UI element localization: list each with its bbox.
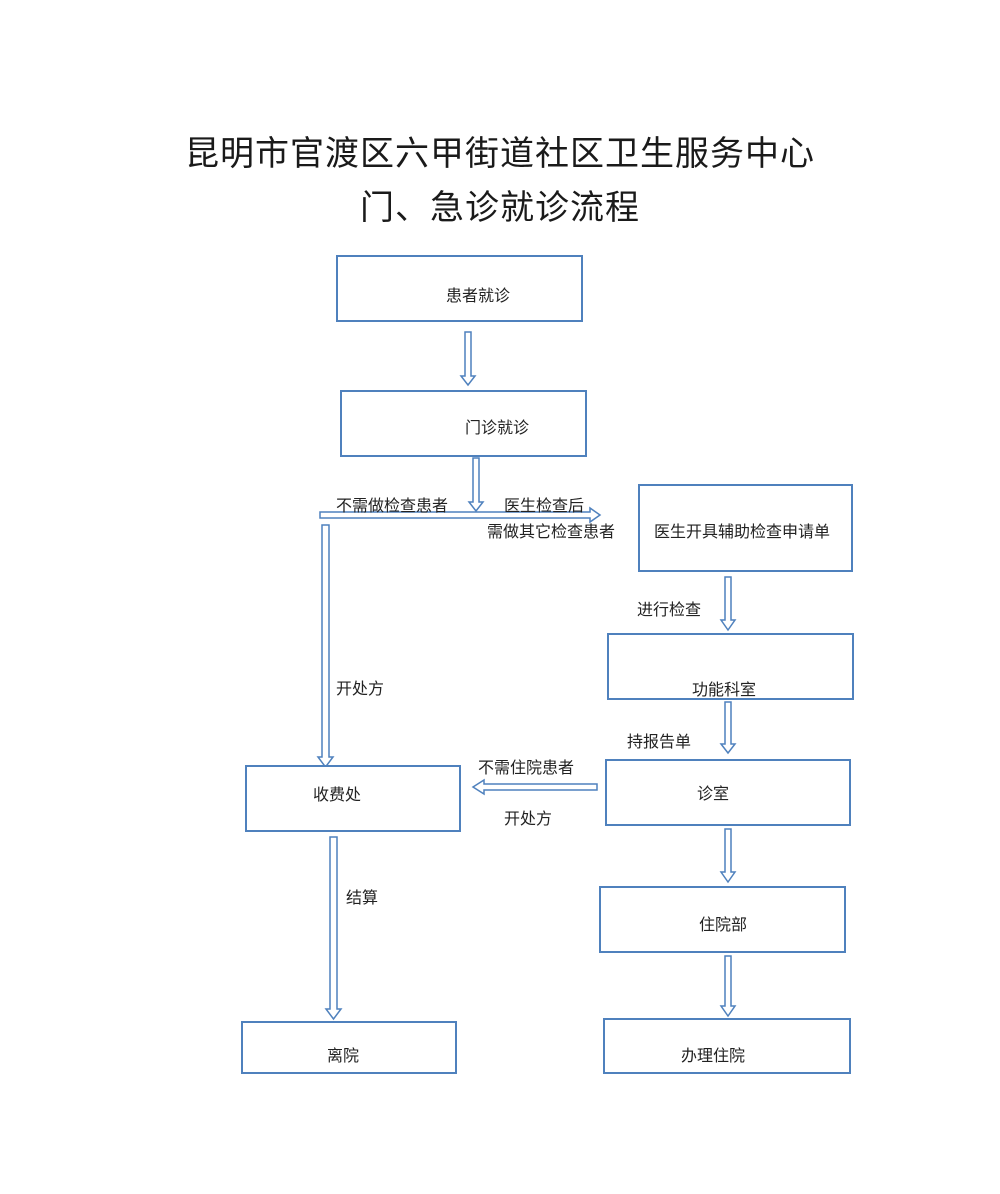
label-after-exam-line2: 需做其它检查患者 xyxy=(487,522,616,541)
arrow-inpatient-to-admission xyxy=(719,955,737,1018)
arrow-branch-to-cashier xyxy=(316,524,335,769)
node-consult-room: 诊室 xyxy=(605,759,851,826)
label-prescribe-left: 开处方 xyxy=(336,679,385,698)
label-do-exam: 进行检查 xyxy=(637,600,702,619)
arrow-consult-to-cashier xyxy=(471,778,598,796)
arrow-cashier-to-discharge xyxy=(324,836,343,1021)
node-cashier: 收费处 xyxy=(245,765,461,832)
node-aux-exam-request-label: 医生开具辅助检查申请单 xyxy=(654,522,831,541)
arrow-outpatient-to-branch xyxy=(467,457,485,513)
title-line-2: 门、急诊就诊流程 xyxy=(360,188,640,228)
label-hold-report: 持报告单 xyxy=(627,732,692,751)
node-inpatient-dept: 住院部 xyxy=(599,886,846,953)
title-line-1: 昆明市官渡区六甲街道社区卫生服务中心 xyxy=(185,134,815,174)
label-after-exam-line1: 医生检查后 xyxy=(504,496,585,515)
label-no-exam-needed: 不需做检查患者 xyxy=(336,496,449,515)
label-prescribe-mid: 开处方 xyxy=(504,809,553,828)
label-no-hospitalization: 不需住院患者 xyxy=(478,758,575,777)
arrow-consult-to-inpatient xyxy=(719,828,737,884)
node-aux-exam-request: 医生开具辅助检查申请单 xyxy=(638,484,853,572)
arrow-function-to-consult xyxy=(719,701,737,755)
node-patient-visit: 患者就诊 xyxy=(336,255,583,322)
node-outpatient-visit-label: 门诊就诊 xyxy=(465,418,530,437)
label-settle: 结算 xyxy=(346,888,379,907)
node-discharge: 离院 xyxy=(241,1021,457,1074)
node-outpatient-visit: 门诊就诊 xyxy=(340,390,587,457)
node-discharge-label: 离院 xyxy=(327,1046,360,1065)
arrow-branch-to-exam-request xyxy=(319,506,602,524)
node-function-dept-label: 功能科室 xyxy=(692,680,757,699)
arrow-exam-request-to-function xyxy=(719,576,737,632)
node-admission: 办理住院 xyxy=(603,1018,851,1074)
node-patient-visit-label: 患者就诊 xyxy=(446,286,511,305)
arrow-patient-to-outpatient xyxy=(459,331,477,387)
node-inpatient-dept-label: 住院部 xyxy=(699,915,748,934)
node-admission-label: 办理住院 xyxy=(681,1046,746,1065)
node-consult-room-label: 诊室 xyxy=(697,784,730,803)
node-cashier-label: 收费处 xyxy=(313,785,362,804)
node-function-dept: 功能科室 xyxy=(607,633,854,700)
